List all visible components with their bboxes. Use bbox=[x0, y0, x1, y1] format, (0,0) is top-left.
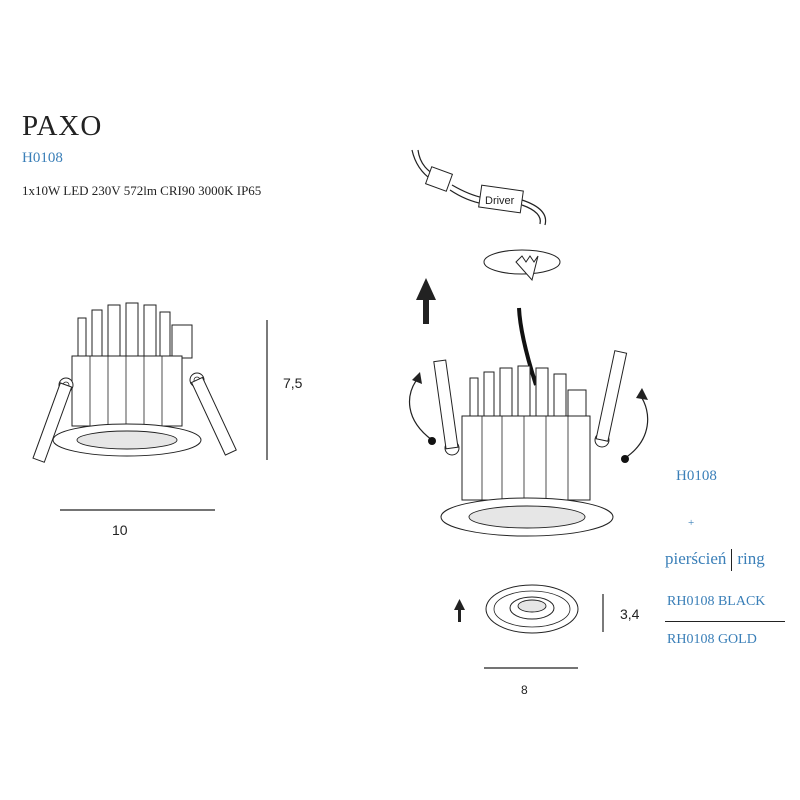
legend-plus: + bbox=[688, 517, 695, 529]
spring-clip-right bbox=[189, 372, 237, 456]
separator bbox=[731, 549, 733, 572]
installation-view: Driver bbox=[408, 149, 649, 669]
housing-body-install bbox=[461, 415, 591, 501]
rotate-arrow-left-icon bbox=[408, 377, 433, 441]
ring-height-label: 3,4 bbox=[620, 606, 640, 622]
up-arrow-icon bbox=[416, 278, 436, 324]
heatsink-fins-install bbox=[469, 365, 587, 419]
small-up-arrow-icon bbox=[454, 599, 465, 622]
luminaire-side-view bbox=[32, 302, 268, 511]
product-name: PAXO bbox=[22, 110, 103, 142]
legend-divider bbox=[665, 621, 785, 622]
power-cable bbox=[517, 307, 538, 386]
ring-label-pl: pierścień bbox=[665, 549, 727, 568]
heatsink-fins bbox=[77, 302, 193, 359]
legend-ring-title: pierścień ring bbox=[665, 549, 765, 572]
ring-option-black: RH0108 BLACK bbox=[667, 594, 766, 609]
dimension-width-label: 10 bbox=[112, 522, 128, 538]
spring-clip-left-raised bbox=[433, 359, 460, 456]
ring-accessory bbox=[485, 584, 579, 634]
dimension-height-label: 7,5 bbox=[283, 375, 303, 391]
ring-width-label: 8 bbox=[521, 683, 528, 697]
ring-option-gold: RH0108 GOLD bbox=[667, 632, 757, 647]
legend-product-code: H0108 bbox=[676, 468, 717, 484]
ring-label-en: ring bbox=[737, 549, 765, 568]
housing-body bbox=[71, 355, 183, 427]
spring-clip-left bbox=[32, 377, 74, 463]
spring-clip-right-raised bbox=[594, 350, 628, 448]
product-code: H0108 bbox=[22, 150, 63, 166]
driver-assembly: Driver bbox=[411, 149, 547, 226]
lens bbox=[76, 430, 178, 450]
rotate-arrow-right-icon bbox=[624, 394, 649, 459]
product-specs: 1x10W LED 230V 572lm CRI90 3000K IP65 bbox=[22, 183, 262, 198]
driver-label: Driver bbox=[485, 195, 515, 207]
